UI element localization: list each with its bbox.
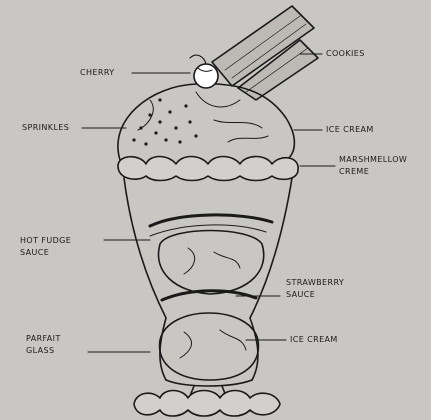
- cookies-drawing: [212, 6, 318, 100]
- ice-cream-top-label: ICE CREAM: [326, 125, 374, 135]
- strawberry-label-line1: STRAWBERRY: [286, 278, 344, 288]
- leader-lines: [82, 54, 335, 352]
- parfait-label-line1: PARFAIT: [26, 334, 61, 344]
- glass-base-drawing: [134, 386, 280, 416]
- marshmellow-label-line1: MARSHMELLOW: [339, 155, 407, 165]
- parfait-label-line2: GLASS: [26, 346, 54, 356]
- cherry-label: CHERRY: [80, 68, 115, 78]
- cookies-label: COOKIES: [326, 49, 365, 59]
- marshmellow-creme-drawing: [118, 157, 298, 181]
- strawberry-label-line2: SAUCE: [286, 290, 315, 300]
- top-ice-cream-drawing: [118, 84, 294, 160]
- marshmellow-label-line2: CREME: [339, 167, 369, 177]
- sprinkles-label: SPRINKLES: [22, 123, 69, 133]
- hot-fudge-label-line2: SAUCE: [20, 248, 49, 258]
- hot-fudge-label-line1: HOT FUDGE: [20, 236, 71, 246]
- sprinkles-drawing: [132, 98, 197, 145]
- ice-cream-bottom-label: ICE CREAM: [290, 335, 338, 345]
- parfait-glass-drawing: [124, 178, 292, 386]
